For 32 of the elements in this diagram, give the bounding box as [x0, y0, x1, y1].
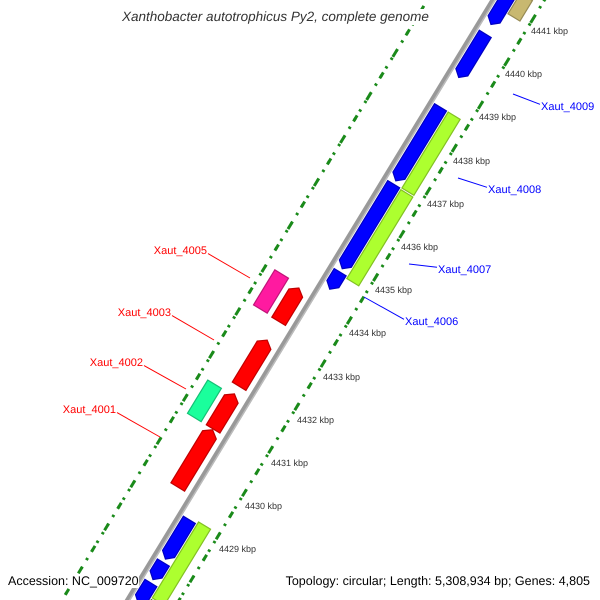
gene-label: Xaut_4005	[154, 244, 207, 258]
leader-line	[512, 94, 540, 105]
leader-line	[144, 365, 186, 390]
tick-label: 4438 kbp	[453, 156, 490, 166]
leader-line	[116, 412, 160, 438]
tick-label: 4440 kbp	[505, 69, 542, 80]
leader-line	[408, 264, 438, 268]
tick-label: 4432 kbp	[297, 414, 334, 426]
tick-label: 4434 kbp	[349, 328, 386, 339]
footer-text: Accession: NC_009720	[8, 574, 139, 588]
tick-label: 4435 kbp	[375, 285, 412, 296]
gene-label: Xaut_4008	[488, 184, 542, 196]
title: Xanthobacter autotrophicus Py2, complete genome	[120, 9, 431, 25]
gene-label: Xaut_4006	[405, 316, 458, 328]
tick-label: 4439 kbp	[479, 112, 516, 123]
tick-label: 4437 kbp	[427, 198, 464, 210]
gene-label: Xaut_4001	[62, 404, 116, 416]
tick-label: 4431 kbp	[271, 458, 308, 468]
leader-line	[172, 315, 214, 340]
tick-label: 4433 kbp	[323, 372, 360, 382]
tick-label: 4441 kbp	[531, 26, 568, 36]
gene-label: Xaut_4007	[438, 264, 492, 276]
tick-label: 4429 kbp	[219, 544, 256, 555]
tick-label: 4436 kbp	[401, 242, 438, 252]
gene-label: Xaut_4002	[90, 356, 143, 370]
footer-text: Topology: circular; Length: 5,308,934 bp; Genes: 4,805	[286, 574, 590, 588]
gene-label: Xaut_4009	[541, 100, 594, 114]
leader-line	[364, 296, 404, 320]
leader-line	[458, 178, 488, 188]
gene-label: Xaut_4003	[118, 306, 171, 320]
tick-label: 4430 kbp	[245, 501, 282, 512]
leader-line	[208, 253, 250, 278]
